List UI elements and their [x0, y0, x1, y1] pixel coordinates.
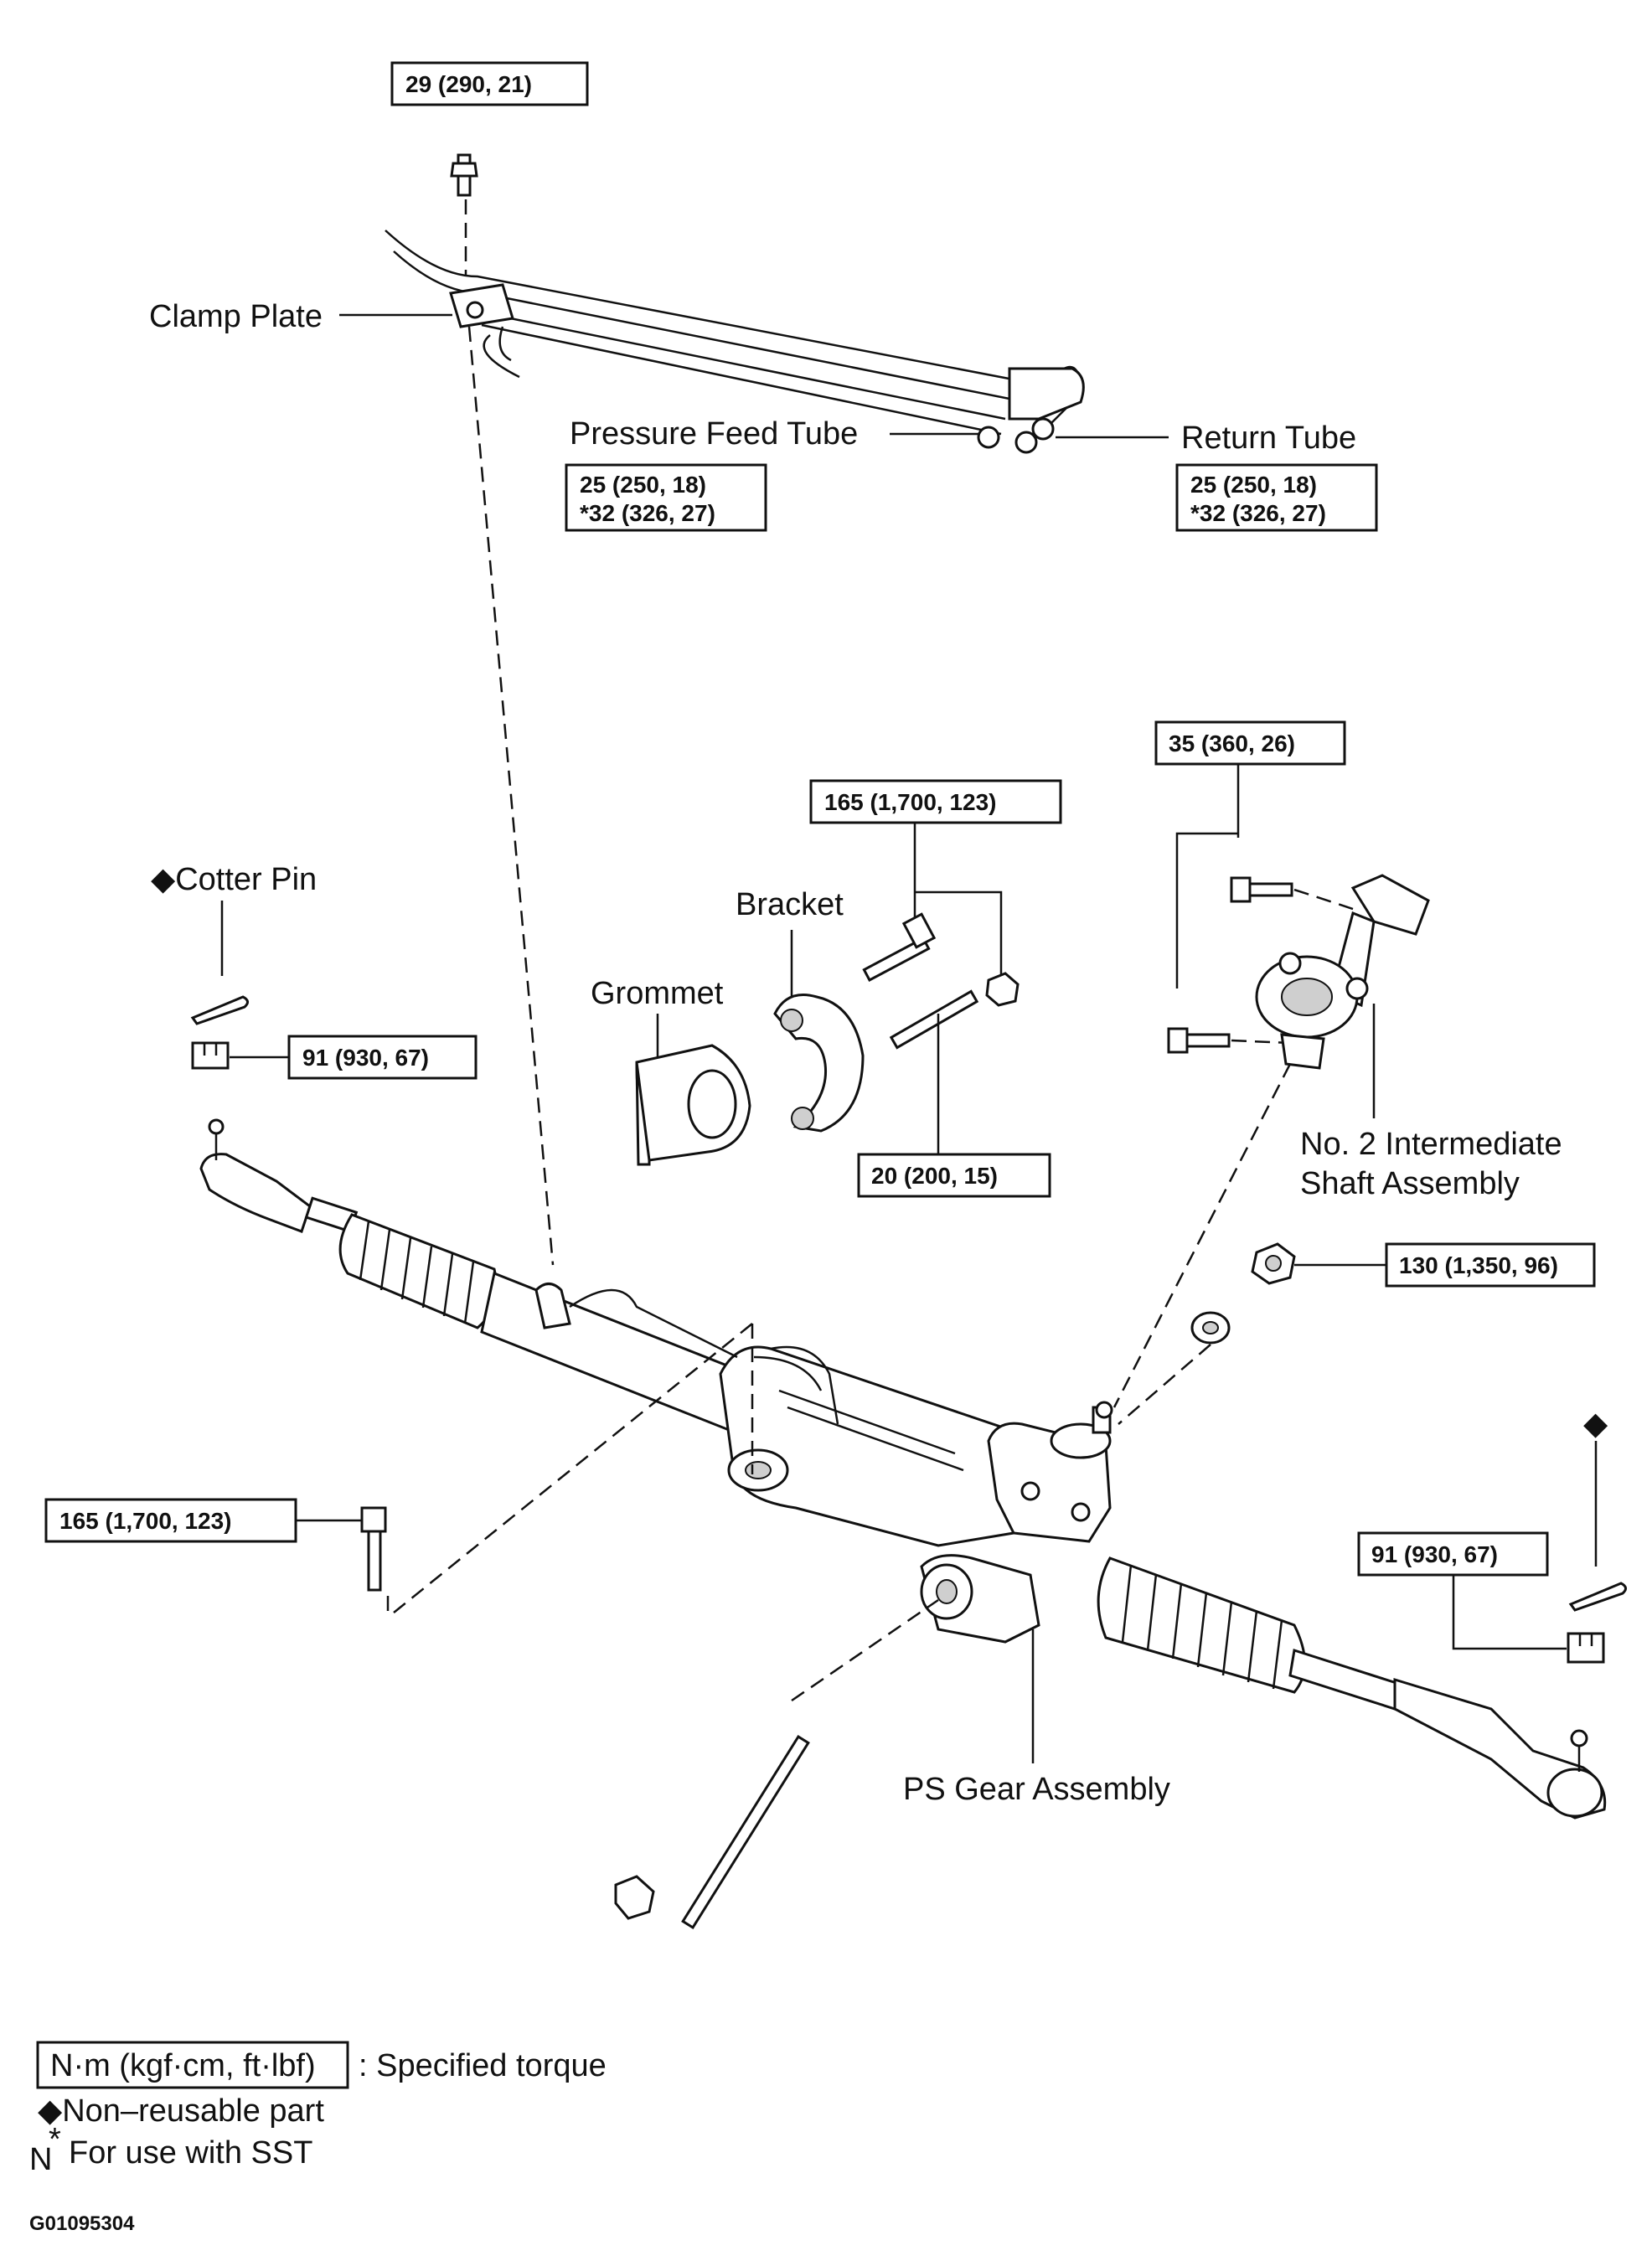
- grommet-label: Grommet: [591, 976, 724, 1011]
- torque-gear-bolt: 165 (1,700, 123): [59, 1508, 232, 1534]
- legend-unit-text: N·m (kgf·cm, ft·lbf): [50, 2048, 316, 2083]
- bracket-bolt-icon: [862, 912, 937, 982]
- torque-right-tie-nut: 91 (930, 67): [1371, 1541, 1498, 1567]
- gear-bolt-icon: [360, 1506, 387, 1592]
- intermediate-shaft-assembly: [1255, 874, 1430, 1070]
- return-tube-label: Return Tube: [1181, 421, 1356, 456]
- torque-stud: 20 (200, 15): [871, 1163, 998, 1189]
- bracket-label: Bracket: [736, 887, 844, 922]
- legend-unit-description: : Specified torque: [359, 2048, 607, 2083]
- legend-sst-star: *: [49, 2122, 61, 2157]
- castle-nut-right-icon: [1567, 1632, 1605, 1664]
- legend: N·m (kgf·cm, ft·lbf) : Specified torque …: [29, 2041, 607, 2235]
- ps-gear-assembly-label: PS Gear Assembly: [903, 1772, 1170, 1807]
- figure-code: G01095304: [29, 2212, 135, 2235]
- long-gear-bolt-icon: [614, 1734, 810, 1930]
- pressure-feed-tube-label: Pressure Feed Tube: [570, 416, 858, 452]
- shaft-bolt-lower-icon: [1167, 1027, 1231, 1054]
- legend-sst-n: N: [29, 2142, 52, 2177]
- torque-return-tube-2: *32 (326, 27): [1190, 500, 1326, 526]
- intermediate-shaft-label-1: No. 2 Intermediate: [1300, 1127, 1562, 1162]
- clamp-plate: [449, 283, 514, 328]
- torque-clamp-bolt: 29 (290, 21): [405, 71, 532, 97]
- cotter-pin-label: ◆Cotter Pin: [151, 862, 317, 897]
- clamp-plate-label: Clamp Plate: [149, 299, 323, 334]
- clamp-bolt-icon: [450, 153, 478, 197]
- torque-bracket-bolt: 165 (1,700, 123): [824, 789, 997, 815]
- tube-assembly: [385, 230, 1085, 454]
- ps-gear-assembly: [199, 1118, 1607, 1820]
- torque-left-tie-nut: 91 (930, 67): [302, 1045, 429, 1071]
- mount-nut-icon: [1251, 1242, 1296, 1285]
- washer-icon: [1190, 1311, 1231, 1345]
- cotter-pin-right-icon: [1568, 1582, 1627, 1612]
- torque-pressure-tube-2: *32 (326, 27): [580, 500, 715, 526]
- shaft-bolt-upper-icon: [1230, 876, 1293, 903]
- stud-icon: [889, 989, 979, 1050]
- torque-return-tube-1: 25 (250, 18): [1190, 472, 1317, 498]
- legend-nonreusable: ◆Non–reusable part: [38, 2093, 324, 2129]
- nonreusable-marker: ◆: [1583, 1407, 1608, 1442]
- bracket-part: [773, 994, 865, 1133]
- torque-shaft-bolts: 35 (360, 26): [1169, 730, 1295, 756]
- legend-sst-description: For use with SST: [69, 2135, 312, 2171]
- cotter-pin-left-icon: [190, 995, 249, 1025]
- torque-mount-nut: 130 (1,350, 96): [1399, 1252, 1558, 1278]
- intermediate-shaft-label-2: Shaft Assembly: [1300, 1166, 1520, 1201]
- torque-pressure-tube-1: 25 (250, 18): [580, 472, 706, 498]
- torque-box-clamp: [390, 61, 589, 106]
- bracket-nut-icon: [985, 972, 1020, 1007]
- castle-nut-left-icon: [191, 1041, 230, 1070]
- grommet-part: [635, 1044, 751, 1166]
- legend-unit-box: [36, 2041, 349, 2089]
